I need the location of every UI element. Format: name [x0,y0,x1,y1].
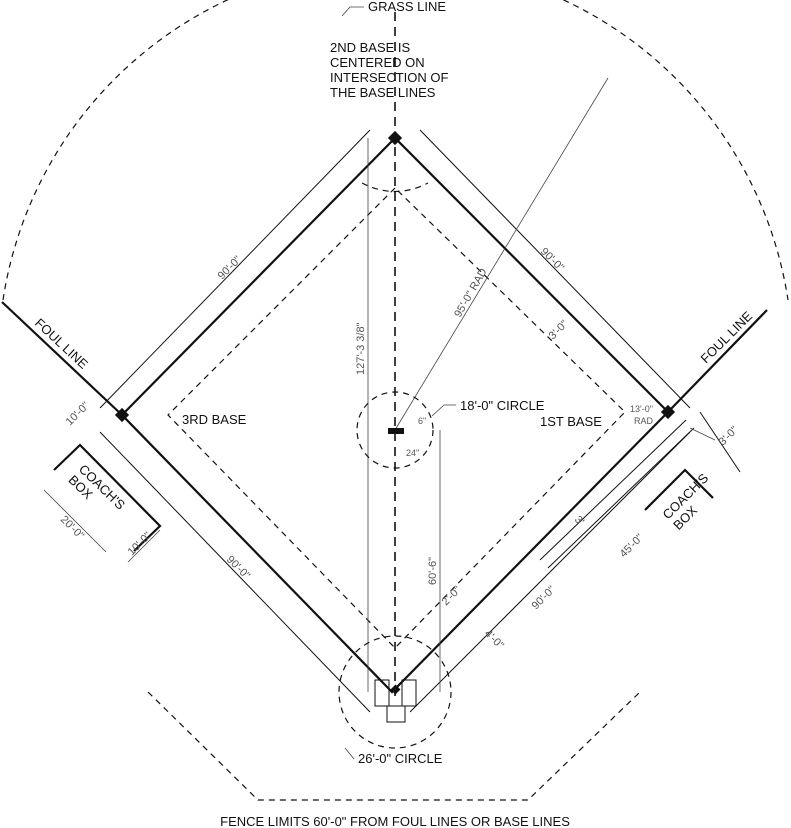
grass-line-arc [2,0,789,301]
grass-line-label: GRASS LINE [368,0,446,14]
baseline-outer-left [99,129,371,409]
third-base-label: 3RD BASE [182,412,247,427]
dim-base-radius: 13'-0" [630,404,653,414]
dim-rubber-depth: 6" [418,416,426,426]
dim-home-to-second: 127'-3 3/8" [355,322,367,375]
dim-lower-left-baseline: 90'-0" [224,554,252,582]
coach-box-left-label: COACH'S BOX [65,461,130,525]
grass-radius-line [394,77,609,431]
home-plate [390,684,401,695]
foul-line-right-label: FOUL LINE [698,308,756,366]
pitching-rubber [388,428,404,434]
home-circle-leader [344,747,355,760]
home-circle [338,635,452,749]
foul-line-left [1,301,123,416]
dim-right-offset: 3'-0" [717,424,741,448]
dim-left-box-width: 10'-0" [126,530,154,558]
home-circle-label: 26'-0" CIRCLE [358,751,443,766]
dim-upper-right-baseline: 90'-0" [538,246,566,274]
left-box-dim-line [43,489,107,553]
coach-box-left [53,443,162,552]
first-base [660,404,676,420]
baseline-outer-lower-left [99,431,371,713]
catchers-box [386,705,406,723]
left-box-width-dim-line [127,529,161,563]
mound-circle-leader [431,404,456,417]
dim-lane-offset: 4'-0" [482,628,506,652]
running-lane-outer [539,419,687,561]
second-base-note: 2ND BASE IS CENTERED ON INTERSECTION OF … [330,40,452,100]
baseline-outer-right [419,129,691,409]
second-base-note-line-3: INTERSECTION OF [330,70,449,85]
infield-grass-edge [167,187,626,649]
second-base-note-line-4: THE BASE LINES [330,85,436,100]
dim-rubber-width: 24" [406,448,419,458]
dim-upper-left-baseline: 90'-0" [216,254,244,282]
running-lane-inner [547,427,695,569]
dim-running-lane-length: 45'-0" [618,532,646,560]
dim-lane-start: 2'-0" [440,584,464,608]
first-base-label: 1ST BASE [540,414,602,429]
dim-mound-to-home: 60'-6" [427,557,439,585]
baseline-outer-lower-right [409,431,691,713]
foul-line-left-label: FOUL LINE [32,315,91,372]
second-base-cutout [361,182,429,192]
mound-circle-label: 18'-0" CIRCLE [460,398,545,413]
dim-running-lane-width: 3' [572,514,586,528]
second-base-note-line-1: 2ND BASE IS [330,40,411,55]
second-base-note-line-2: CENTERED ON [330,55,425,70]
fence-limit-outline [147,691,641,801]
dim-basepath-width: 3'-0" [547,318,571,342]
fence-note: FENCE LIMITS 60'-0" FROM FOUL LINES OR B… [220,814,570,828]
batters-box-left [374,679,390,707]
foul-line-right-outer [699,411,741,473]
dim-grass-radius: 95'-0" RAD [452,266,490,319]
grass-line-leader [341,6,364,17]
second-base [387,130,403,146]
batters-box-right [401,679,417,707]
third-base [114,407,130,423]
foul-line-right [667,309,768,413]
dim-left-offset: 10'-0" [64,400,92,428]
right-offset-dim-line [689,427,716,441]
baseline-diamond [120,136,670,694]
dim-base-radius-unit: RAD [634,416,654,426]
mound-circle [356,391,434,469]
coach-box-right [644,468,714,511]
